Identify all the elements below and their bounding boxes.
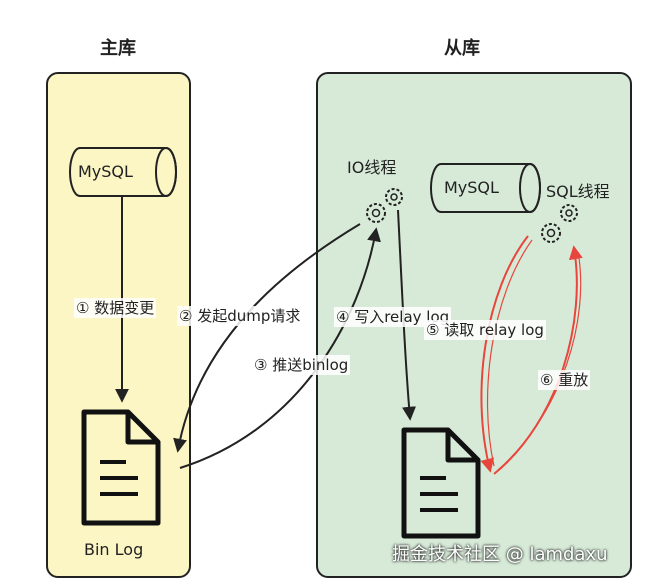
step2-label: ② 发起dump请求 xyxy=(177,306,303,326)
master-title: 主库 xyxy=(100,38,136,59)
arrow-step2 xyxy=(173,223,361,453)
io-thread-label: IO线程 xyxy=(347,158,397,177)
slave-db-label: MySQL xyxy=(444,178,499,197)
step4-label: ④ 写入relay log xyxy=(334,307,452,327)
master-db-label: MySQL xyxy=(78,162,133,181)
slave-title: 从库 xyxy=(444,38,480,59)
sql-thread-label: SQL线程 xyxy=(546,182,610,201)
arrow-step3 xyxy=(179,227,381,469)
step3-label: ③ 推送binlog xyxy=(252,355,351,375)
watermark: 掘金技术社区 @ lamdaxu xyxy=(392,544,608,565)
arrow-step5 xyxy=(480,235,533,473)
master-db-icon xyxy=(69,147,177,197)
slave-db-icon xyxy=(430,163,541,213)
binlog-document-icon xyxy=(81,409,161,526)
step1-label: ① 数据变更 xyxy=(74,298,157,318)
io-thread-gears-icon xyxy=(366,188,403,223)
step6-label: ⑥ 重放 xyxy=(538,370,591,390)
binlog-label: Bin Log xyxy=(84,540,144,559)
sql-thread-gears-icon xyxy=(541,204,578,243)
step5-label: ⑤ 读取 relay log xyxy=(424,320,546,340)
arrow-step6 xyxy=(493,245,583,475)
relaylog-document-icon xyxy=(401,427,481,539)
